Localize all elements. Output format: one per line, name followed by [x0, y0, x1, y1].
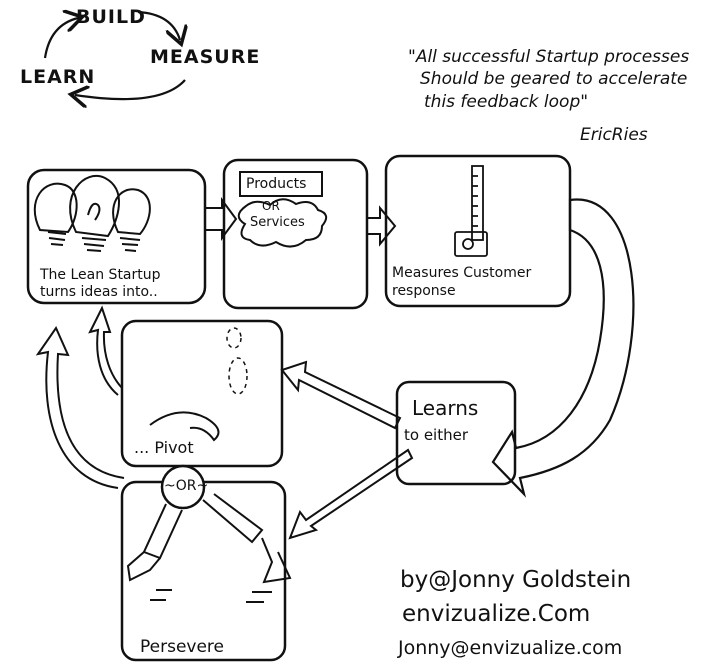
- services-cloud: [237, 198, 328, 248]
- learn-text-line-2: to either: [404, 426, 469, 444]
- legs-icon: [126, 493, 292, 603]
- learn-text-line-1: Learns: [412, 396, 479, 420]
- products-label: Products: [246, 176, 307, 192]
- or-circle: [160, 464, 206, 510]
- quote-line-1: "All successful Startup processes: [408, 47, 690, 67]
- or-label: ~OR~: [164, 478, 209, 494]
- lightbulbs-icon: [33, 175, 151, 252]
- pivot-label: ... Pivot: [134, 438, 194, 457]
- credit-author: by@Jonny Goldstein: [400, 567, 632, 593]
- ideas-text-line-2: turns ideas into..: [40, 284, 158, 300]
- products-or-label: OR: [262, 199, 280, 213]
- tape-measure-icon: [454, 165, 488, 257]
- cycle-arrows: [43, 12, 185, 99]
- left-loop-arrows: [35, 305, 125, 489]
- measure-text-line-1: Measures Customer: [392, 265, 532, 281]
- quote-line-3: this feedback loop": [424, 92, 589, 112]
- measure-text-line-2: response: [392, 283, 456, 299]
- cycle-learn-label: LEARN: [20, 66, 96, 88]
- cycle-measure-label: MEASURE: [150, 46, 261, 68]
- learn-box: [395, 380, 517, 486]
- persevere-label: Persevere: [140, 637, 225, 657]
- cycle-build-label: BUILD: [76, 6, 146, 28]
- quote-line-2: Should be geared to accelerate: [420, 69, 688, 89]
- pivot-box: [120, 319, 284, 468]
- credit-email: Jonny@envizualize.com: [398, 637, 623, 659]
- curved-arrow-measure-to-learn: [491, 198, 635, 498]
- credit-site: envizualize.Com: [402, 601, 591, 627]
- ideas-text-line-1: The Lean Startup: [40, 267, 161, 283]
- ideas-box: [26, 168, 207, 305]
- services-label: Services: [250, 215, 305, 230]
- quote-author: EricRies: [580, 125, 648, 145]
